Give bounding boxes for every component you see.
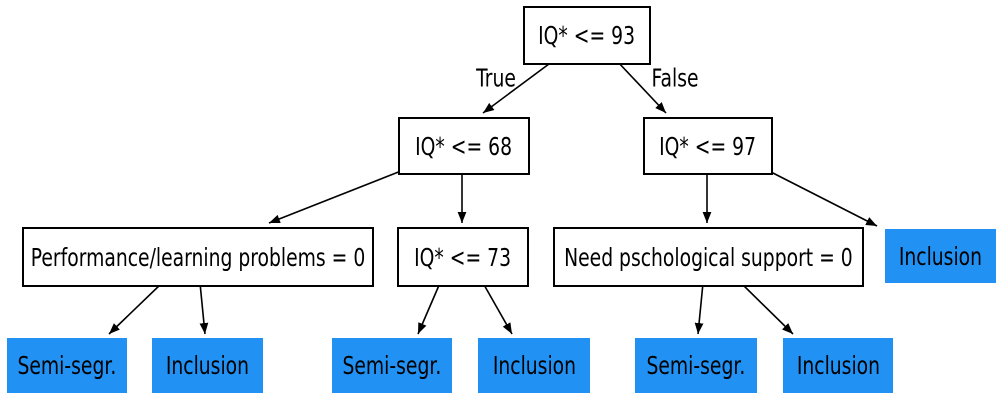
leaf-node-inclusion-right: Inclusion [885,229,996,283]
leaf-node-semi-segr-2: Semi-segr. [332,338,452,393]
leaf-label: Inclusion [796,351,880,380]
tree-node-iq73: IQ* <= 73 [397,227,529,287]
leaf-label: Inclusion [898,241,983,271]
node-label: Performance/learning problems = 0 [30,242,366,272]
node-label: Need pschological support = 0 [564,242,853,272]
node-label: IQ* <= 93 [538,21,636,50]
node-label: IQ* <= 73 [414,242,512,272]
leaf-node-inclusion-1: Inclusion [152,338,263,393]
tree-node-root-iq93: IQ* <= 93 [523,6,651,65]
edge-iq73-to-inclusion [482,282,513,335]
node-label: IQ* <= 68 [415,131,513,161]
leaf-label: Semi-segr. [646,351,746,380]
leaf-node-semi-segr-1: Semi-segr. [7,338,127,393]
edge-need-to-inclusion [740,282,794,335]
branch-label-false: False [651,63,699,93]
edge-iq97-to-inclusion [768,170,878,227]
edge-iq68-to-perf [268,170,402,224]
leaf-label: Inclusion [492,351,576,380]
tree-node-iq68: IQ* <= 68 [398,117,530,175]
edge-root-to-iq68 [482,60,554,114]
leaf-label: Inclusion [165,351,250,380]
edge-root-to-iq97 [616,60,667,114]
node-label: IQ* <= 97 [659,131,757,161]
tree-node-iq97: IQ* <= 97 [643,117,773,175]
edge-iq73-to-semisegr [417,282,441,335]
tree-node-psych-support: Need pschological support = 0 [553,227,864,287]
edge-need-to-semisegr [694,282,704,335]
leaf-node-semi-segr-3: Semi-segr. [635,338,757,393]
branch-label-true: True [476,63,516,93]
tree-node-performance-problems: Performance/learning problems = 0 [22,227,374,287]
edge-perf-to-inclusion [199,282,209,335]
leaf-label: Semi-segr. [342,351,442,380]
edge-perf-to-semisegr [108,282,163,335]
leaf-node-inclusion-2: Inclusion [478,338,590,393]
leaf-node-inclusion-3: Inclusion [783,338,893,393]
leaf-label: Semi-segr. [17,351,117,380]
